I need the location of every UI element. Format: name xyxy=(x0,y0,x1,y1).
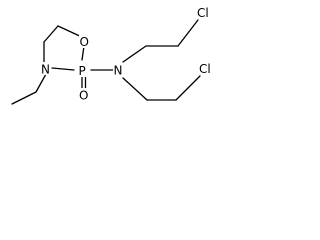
chlorine-lower-label: Cl xyxy=(199,62,211,76)
ring-oxygen-label: O xyxy=(80,35,89,49)
oxo-oxygen-label: O xyxy=(79,89,88,103)
phosphorus-label: P xyxy=(79,64,86,78)
ring-oxygen-bg xyxy=(79,35,90,48)
chlorine-upper-bg xyxy=(196,6,212,19)
atom-labels: O P N O N Cl Cl xyxy=(40,6,214,103)
bond-p-n3 xyxy=(51,67,75,71)
bond-n-upper-ch2 xyxy=(122,45,147,63)
chlorine-lower-bg xyxy=(198,62,214,75)
oxo-oxygen-bg xyxy=(78,88,90,101)
bond-n3-ethyl-ch2 xyxy=(35,73,47,93)
ring-nitrogen-bg xyxy=(40,62,51,75)
amine-nitrogen-label: N xyxy=(114,64,123,78)
bond-c4-c5 xyxy=(43,25,59,43)
amine-nitrogen-bg xyxy=(113,63,124,76)
phosphorus-bg xyxy=(77,63,88,77)
ring-nitrogen-label: N xyxy=(41,63,50,77)
bonds xyxy=(11,19,201,105)
bond-upper-ch2-cl xyxy=(177,19,199,47)
bond-o1-p xyxy=(81,45,85,61)
bond-ethyl-ch2-ch3 xyxy=(11,91,37,105)
structural-formula: O P N O N Cl Cl xyxy=(11,6,214,105)
bond-n-lower-ch2 xyxy=(122,77,148,101)
chlorine-upper-label: Cl xyxy=(197,6,209,20)
bond-lower-ch2-cl xyxy=(175,75,201,101)
molecule-canvas: O P N O N Cl Cl xyxy=(0,0,228,130)
